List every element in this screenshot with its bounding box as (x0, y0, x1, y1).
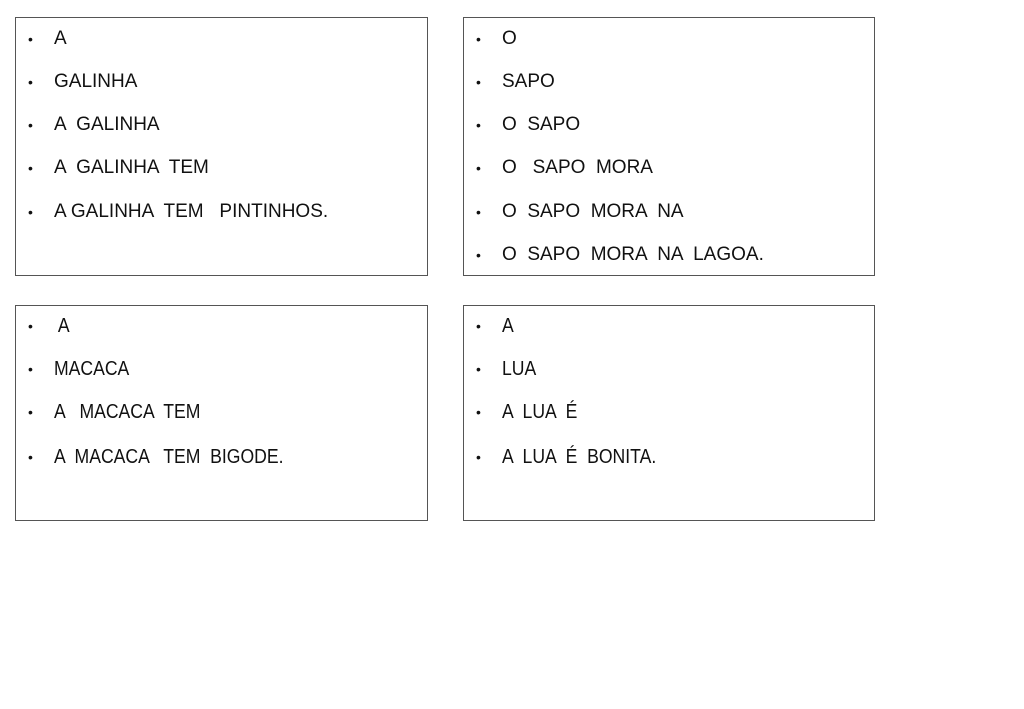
sentence-box-galinha: •A •GALINHA •A GALINHA •A GALINHA TEM •A… (15, 17, 428, 276)
bullet-icon: • (28, 74, 33, 90)
bullet-icon: • (476, 160, 481, 176)
bullet-icon: • (28, 31, 33, 47)
sentence-box-sapo: •O •SAPO •O SAPO •O SAPO MORA •O SAPO MO… (463, 17, 875, 276)
bullet-icon: • (476, 117, 481, 133)
bullet-icon: • (476, 204, 481, 220)
bullet-icon: • (28, 449, 33, 465)
bullet-icon: • (476, 318, 481, 334)
bullet-icon: • (476, 31, 481, 47)
bullet-icon: • (476, 404, 481, 420)
bullet-icon: • (476, 74, 481, 90)
bullet-icon: • (28, 117, 33, 133)
sentence-box-lua: •A •LUA •A LUA É •A LUA É BONITA. (463, 305, 875, 521)
bullet-icon: • (28, 160, 33, 176)
bullet-icon: • (28, 318, 33, 334)
bullet-icon: • (476, 247, 481, 263)
bullet-icon: • (476, 449, 481, 465)
bullet-icon: • (28, 404, 33, 420)
sentence-box-macaca: • A •MACACA •A MACACA TEM •A MACACA TEM … (15, 305, 428, 521)
bullet-icon: • (28, 361, 33, 377)
bullet-icon: • (476, 361, 481, 377)
bullet-icon: • (28, 204, 33, 220)
